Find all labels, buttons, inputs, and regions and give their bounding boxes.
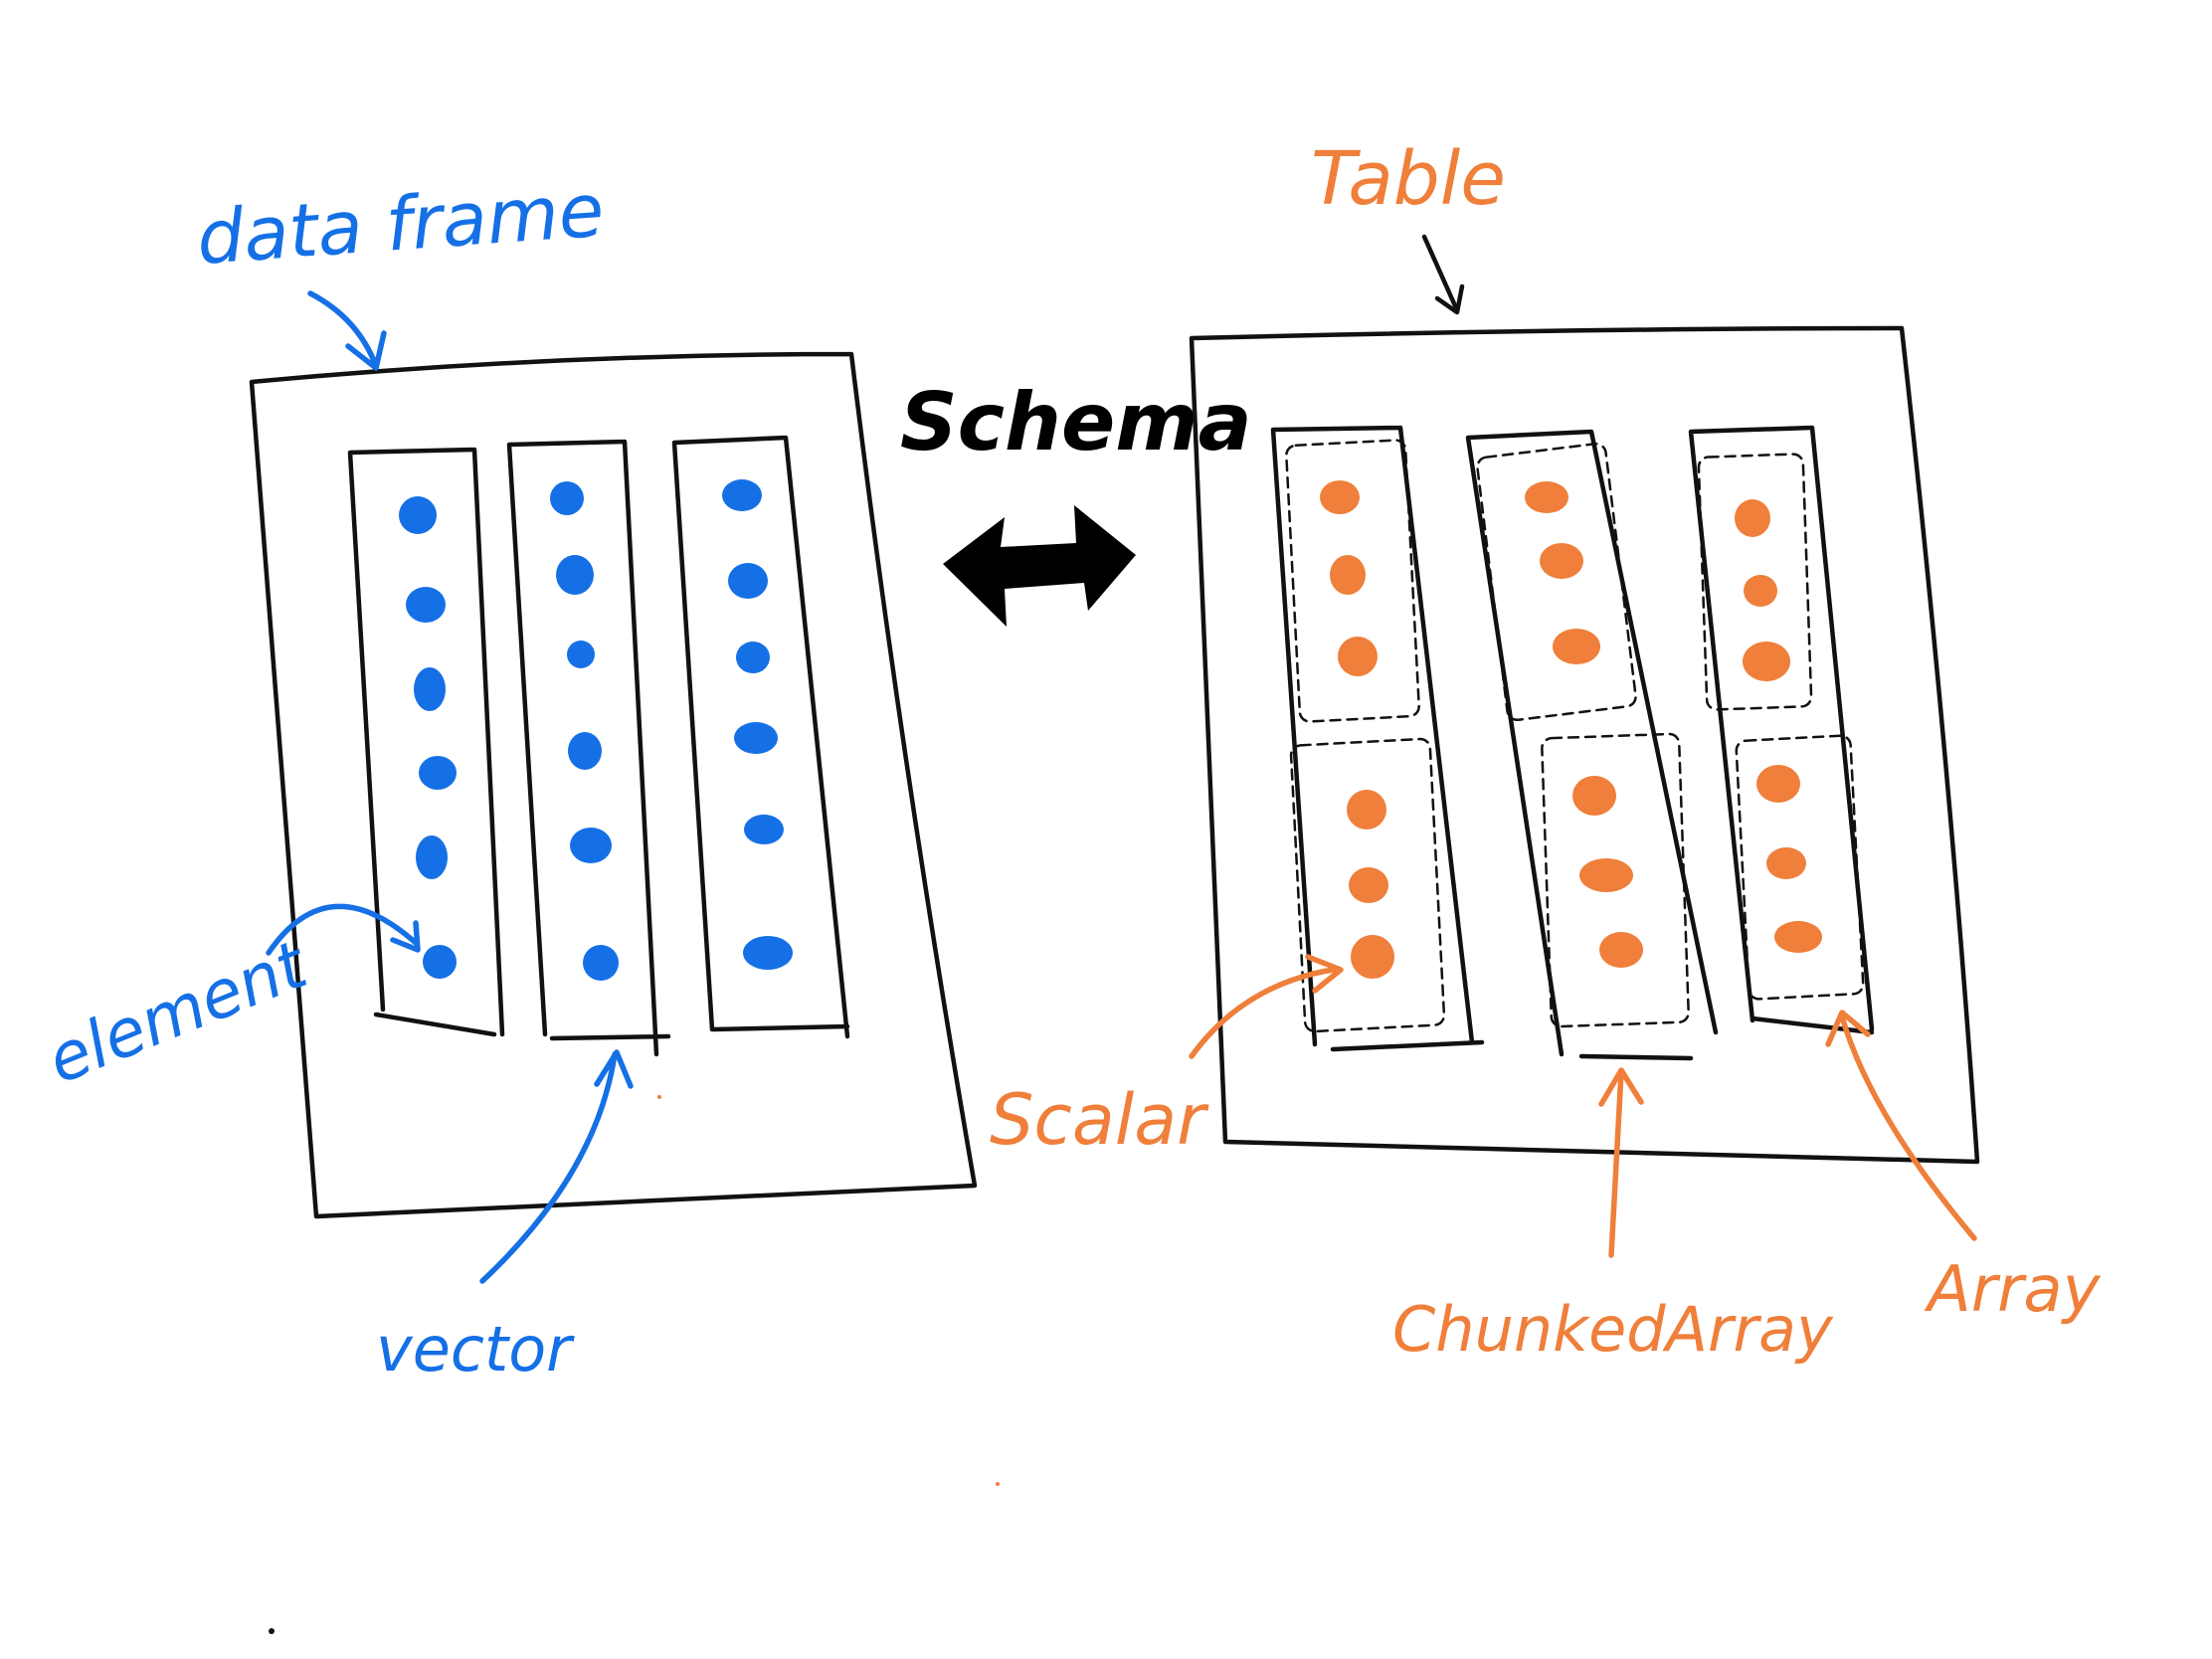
data-frame-label: data frame (194, 168, 607, 281)
scalar-dot (1766, 847, 1806, 879)
table-diagram: Table Scalar ChunkedArray Array (990, 136, 2102, 1366)
data-frame-box (249, 351, 978, 1219)
vector-column-2 (506, 439, 671, 1057)
scalar-dot (1735, 499, 1770, 537)
element-dot (734, 722, 778, 754)
element-dot (419, 756, 457, 790)
schema-connector: Schema (900, 376, 1252, 627)
scalar-dot (1338, 637, 1378, 676)
element-dot (406, 587, 446, 623)
element-dot (568, 732, 602, 770)
scalar-dot (1553, 629, 1600, 664)
scalar-dot (1599, 932, 1643, 968)
element-pointer-arrow (266, 903, 421, 956)
scalar-dot (1756, 765, 1800, 803)
scalar-dot (1347, 790, 1386, 830)
scalar-dot (1744, 575, 1777, 607)
vector-column-3 (671, 435, 850, 1039)
scalar-dot (1351, 935, 1394, 979)
element-dot (550, 481, 584, 515)
chunked-array-column-3 (1688, 425, 1875, 1035)
data-frame-diagram: data frame element vector (37, 168, 978, 1385)
element-dots (399, 479, 793, 981)
vector-column-1 (347, 447, 505, 1037)
element-label: element (37, 926, 318, 1099)
data-frame-pointer-arrow (307, 290, 387, 371)
element-dot (423, 945, 457, 979)
chunked-array-column-2 (1465, 429, 1719, 1061)
array-label: Array (1924, 1253, 2102, 1327)
double-headed-arrow-icon (943, 505, 1136, 627)
scalar-dot (1774, 921, 1822, 953)
array-chunk (1541, 732, 1690, 1028)
table-pointer-arrow (1421, 234, 1465, 315)
schema-label: Schema (900, 376, 1252, 468)
array-chunk (1289, 737, 1446, 1033)
scalar-dot (1349, 867, 1388, 903)
element-dot (567, 641, 595, 668)
element-dot (583, 945, 619, 981)
scalar-dot (1579, 858, 1633, 892)
element-dot (743, 936, 793, 970)
scalar-dot (1525, 481, 1568, 513)
stray-speck (657, 1095, 661, 1099)
array-chunk (1697, 453, 1813, 711)
array-chunk (1476, 442, 1637, 722)
chunked-array-pointer-arrow (1598, 1067, 1644, 1258)
stray-speck (269, 1628, 275, 1634)
vector-label: vector (376, 1313, 575, 1385)
scalar-dot (1330, 555, 1366, 595)
element-dot (570, 828, 612, 863)
chunked-array-label: ChunkedArray (1392, 1293, 1834, 1366)
element-dot (416, 835, 448, 879)
element-dot (556, 555, 594, 595)
element-dot (736, 642, 770, 673)
scalar-label: Scalar (990, 1079, 1209, 1161)
scalar-dot (1320, 480, 1360, 514)
element-dot (744, 815, 784, 844)
array-pointer-arrow (1825, 1010, 1977, 1241)
table-label: Table (1311, 136, 1506, 222)
element-dot (414, 667, 446, 711)
array-chunk (1285, 439, 1420, 723)
chunked-array-column-1 (1270, 425, 1485, 1052)
element-dot (722, 479, 762, 511)
array-chunk (1735, 734, 1865, 1001)
scalar-pointer-arrow (1189, 954, 1344, 1059)
scalar-dot (1743, 642, 1790, 681)
element-dot (728, 563, 768, 599)
element-dot (399, 496, 437, 534)
vector-pointer-arrow (479, 1049, 634, 1284)
scalar-dot (1540, 543, 1583, 579)
scalar-dots (1320, 480, 1822, 979)
scalar-dot (1572, 776, 1616, 816)
stray-speck (996, 1482, 1000, 1486)
table-box (1189, 325, 1980, 1165)
